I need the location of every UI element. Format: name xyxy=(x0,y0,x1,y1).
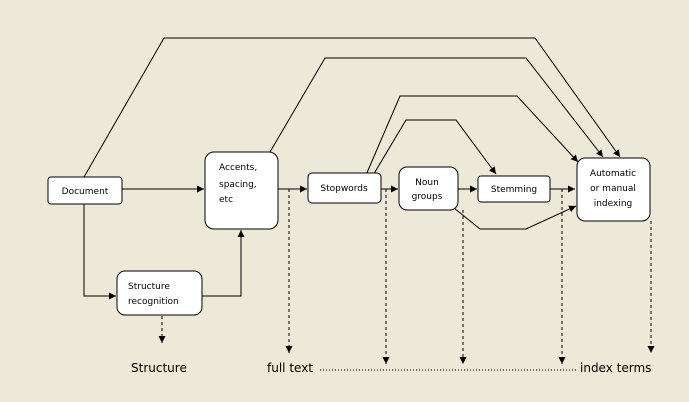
node-stemming-line-1: Stemming xyxy=(491,185,537,195)
node-stopwords-line-1: Stopwords xyxy=(320,184,368,194)
node-noun-groups: Noun groups xyxy=(398,166,459,211)
node-document-line-1: Document xyxy=(62,187,109,197)
edge-noun-groups-to-indexing-lower xyxy=(453,205,577,230)
node-stopwords: Stopwords xyxy=(307,172,382,204)
node-structure-recognition-line-1: Structure xyxy=(128,282,170,292)
node-noun-groups-line-2: groups xyxy=(412,192,443,202)
node-indexing-line-2: or manual xyxy=(590,184,636,194)
edge-structure-recognition-to-accents xyxy=(202,230,245,297)
edge-document-to-indexing xyxy=(83,37,621,178)
output-index-terms-label: index terms xyxy=(580,361,651,375)
edge-stopwords-to-indexing xyxy=(365,95,579,176)
node-accents-line-3: etc xyxy=(219,195,233,205)
node-indexing-line-3: indexing xyxy=(594,199,633,209)
edges xyxy=(83,37,621,300)
edge-stopwords-to-stemming xyxy=(371,119,497,178)
output-arrows xyxy=(158,189,655,371)
node-accents-line-1: Accents, xyxy=(219,163,257,173)
edge-document-to-structure-recognition xyxy=(83,204,116,300)
node-structure-recognition: Structure recognition xyxy=(116,270,203,316)
node-indexing-line-1: Automatic xyxy=(590,169,636,179)
node-document: Document xyxy=(47,176,123,205)
output-structure-label: Structure xyxy=(131,361,187,375)
output-full-text-label: full text xyxy=(267,361,313,375)
node-noun-groups-line-1: Noun xyxy=(415,178,439,188)
node-indexing: Automatic or manual indexing xyxy=(576,157,651,222)
node-accents-line-2: spacing, xyxy=(219,180,257,190)
edge-accents-to-indexing xyxy=(269,57,604,158)
node-stemming: Stemming xyxy=(477,175,551,203)
node-accents-spacing: Accents, spacing, etc xyxy=(204,151,279,230)
node-structure-recognition-line-2: recognition xyxy=(128,297,179,307)
